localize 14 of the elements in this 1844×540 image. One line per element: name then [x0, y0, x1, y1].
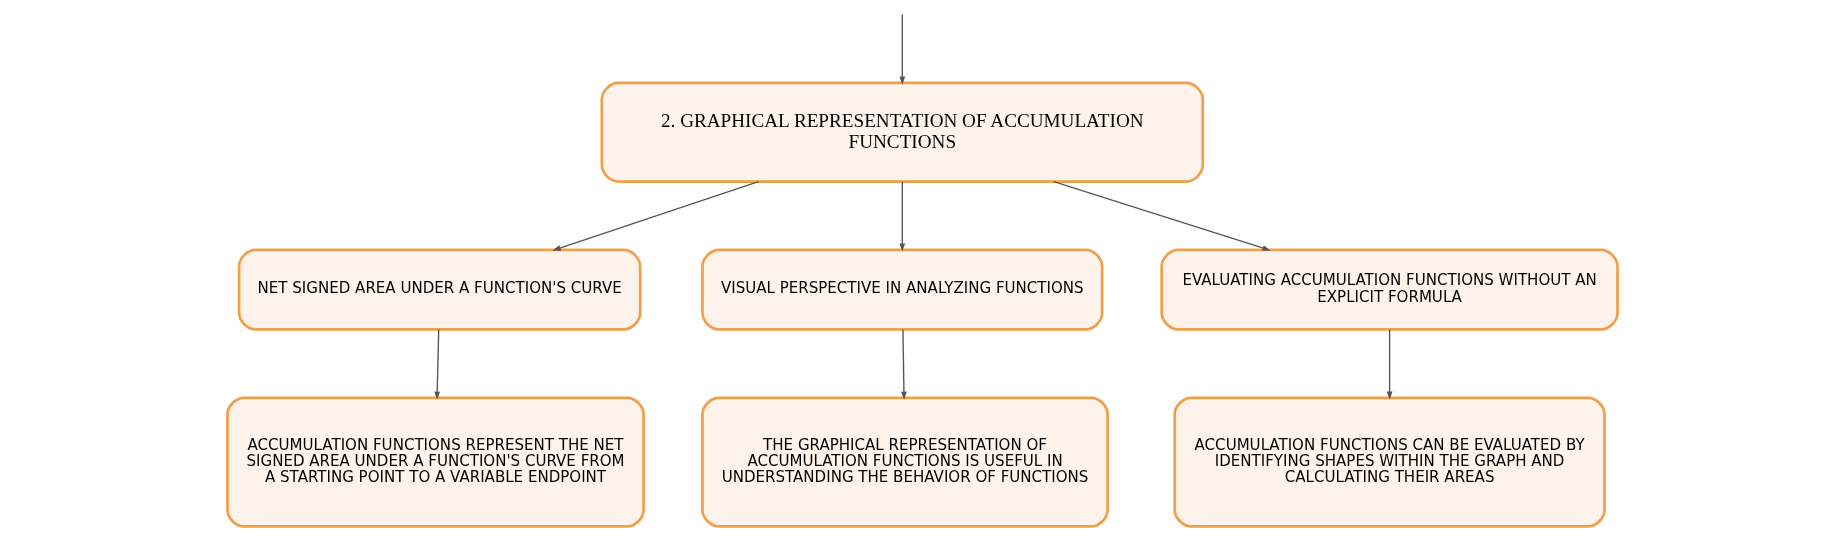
arrow: [898, 181, 905, 252]
arrow: [433, 328, 440, 400]
node-box: ACCUMULATION FUNCTIONS CAN BE EVALUATED BY IDENTIFYING SHAPES WITHIN THE GRAPH AND CALCULATING THEIR AREAS: [1172, 396, 1606, 528]
arrow: [1386, 328, 1392, 400]
node-box: ACCUMULATION FUNCTIONS REPRESENT THE NET SIGNED AREA UNDER A FUNCTION'S CURVE FROM A STARTING POINT TO A VARIABLE ENDPOINT: [225, 396, 645, 528]
arrow: [551, 181, 759, 251]
arrow: [1052, 181, 1271, 251]
node-box: VISUAL PERSPECTIVE IN ANALYZING FUNCTIONS: [700, 248, 1104, 331]
arrow: [900, 328, 907, 400]
node-box: EVALUATING ACCUMULATION FUNCTIONS WITHOUT AN EXPLICIT FORMULA: [1159, 248, 1619, 331]
arrow: [898, 13, 905, 85]
node-box: THE GRAPHICAL REPRESENTATION OF ACCUMULATION FUNCTIONS IS USEFUL IN UNDERSTANDING THE BEHAVIOR OF FUNCTIONS: [700, 396, 1109, 528]
node-box: NET SIGNED AREA UNDER A FUNCTION'S CURVE: [237, 248, 642, 331]
node-box: 2. GRAPHICAL REPRESENTATION OF ACCUMULATION FUNCTIONS: [600, 81, 1204, 183]
